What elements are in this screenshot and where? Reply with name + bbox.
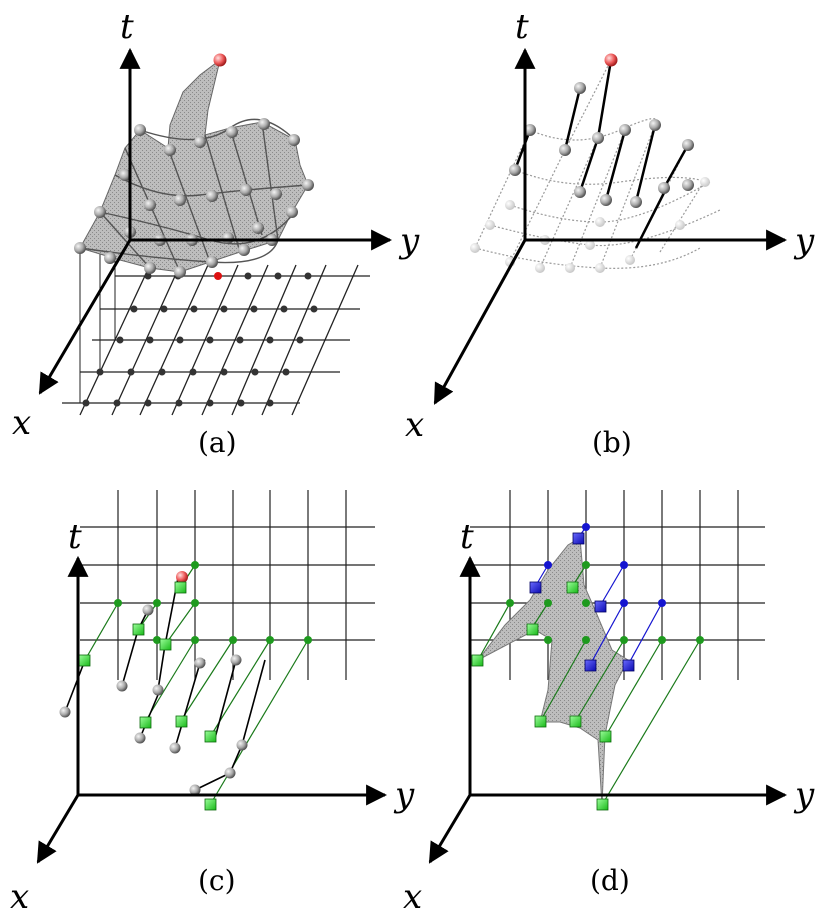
- panel-c-axes: [36, 555, 388, 864]
- panel-d: t y x (d): [403, 490, 815, 917]
- panel-d-axes: [428, 555, 788, 864]
- panel-a: t y x (a): [12, 7, 420, 459]
- panel-c: t y x (c): [10, 490, 415, 917]
- panel-b-y-label: y: [793, 221, 815, 261]
- panel-a-y-label: y: [398, 221, 420, 261]
- panel-d-t-label: t: [460, 517, 474, 557]
- panel-a-caption: (a): [198, 426, 237, 459]
- panel-c-grid-nodes: [114, 561, 312, 644]
- panel-b-mesh: [474, 59, 721, 269]
- panel-d-grid: [470, 490, 765, 680]
- panel-a-surface-spheres: [74, 53, 314, 278]
- panel-c-y-label: y: [393, 775, 415, 815]
- panel-d-green-lines: [477, 564, 701, 806]
- panel-b-trajectories: [513, 59, 690, 249]
- panel-c-grid: [80, 490, 375, 680]
- panel-d-blue-cubes: [529, 532, 635, 672]
- panel-d-green-cubes: [471, 581, 612, 811]
- panel-d-grid-nodes: [506, 523, 704, 644]
- panel-b-caption: (b): [592, 426, 632, 459]
- panel-a-axes: [38, 47, 393, 395]
- panel-d-y-label: y: [793, 775, 815, 815]
- panel-c-green-lines: [84, 564, 309, 806]
- panel-d-blue-lines: [534, 526, 663, 666]
- panel-c-spheres: [59, 571, 248, 796]
- panel-d-surface: [477, 537, 629, 806]
- panel-d-x-label: x: [403, 877, 422, 917]
- panel-d-caption: (d): [590, 864, 630, 897]
- panel-a-t-label: t: [120, 7, 134, 47]
- panel-b-spheres: [470, 53, 710, 273]
- panel-a-grid-nodes: [82, 272, 318, 407]
- panel-b-axes: [433, 47, 788, 405]
- panel-c-x-label: x: [10, 877, 29, 917]
- panel-b-x-label: x: [405, 405, 424, 445]
- panel-c-caption: (c): [198, 864, 236, 897]
- panel-b: t y x (b): [405, 7, 815, 459]
- panel-c-black-lines: [64, 577, 266, 791]
- panel-c-t-label: t: [68, 517, 82, 557]
- panel-a-x-label: x: [12, 403, 31, 443]
- panel-b-t-label: t: [515, 7, 529, 47]
